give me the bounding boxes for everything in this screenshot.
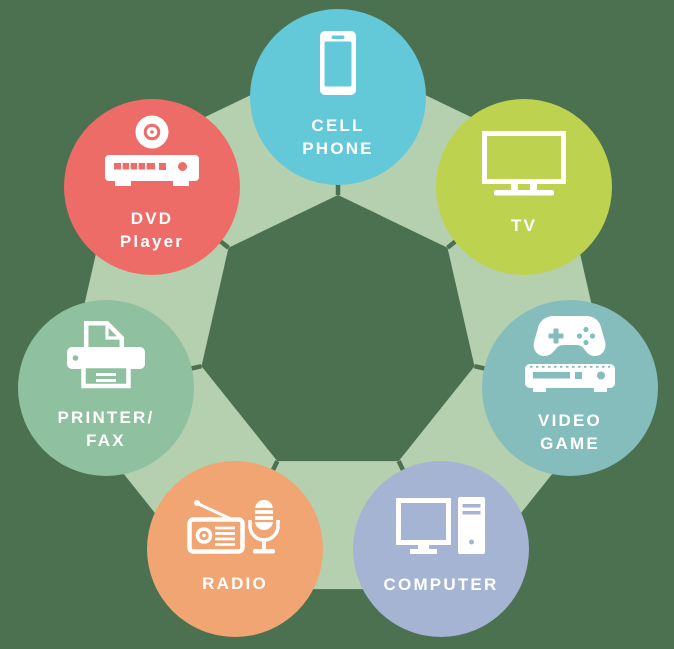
node-cell-phone: CELL PHONE bbox=[250, 9, 426, 185]
label-line: GAME bbox=[540, 433, 600, 453]
band-inner-heptagon bbox=[201, 195, 475, 462]
printer-fax-icon bbox=[67, 320, 145, 388]
node-label: COMPUTER bbox=[384, 573, 499, 596]
node-label: CELL PHONE bbox=[302, 114, 373, 160]
node-dvd-player: DVD Player bbox=[64, 99, 240, 275]
node-label: VIDEO GAME bbox=[538, 409, 602, 455]
label-line: CELL bbox=[311, 115, 365, 135]
cell-phone-icon bbox=[320, 30, 356, 95]
label-line: FAX bbox=[86, 430, 126, 450]
label-line: RADIO bbox=[202, 573, 268, 593]
node-tv: TV bbox=[436, 99, 612, 275]
node-label: PRINTER/ FAX bbox=[58, 406, 155, 452]
label-line: VIDEO bbox=[538, 410, 602, 430]
node-label: TV bbox=[511, 214, 537, 237]
computer-icon bbox=[396, 497, 485, 554]
label-line: DVD bbox=[130, 209, 174, 228]
tv-icon bbox=[482, 131, 566, 196]
label-line: Player bbox=[119, 232, 185, 251]
video-game-icon bbox=[525, 315, 615, 392]
label-line: TV bbox=[510, 216, 538, 235]
label-line: PRINTER/ bbox=[57, 407, 155, 427]
node-computer: COMPUTER bbox=[353, 461, 529, 637]
node-radio: RADIO bbox=[147, 461, 323, 637]
node-label: DVD Player bbox=[120, 207, 184, 253]
node-label: RADIO bbox=[202, 572, 268, 595]
label-line: PHONE bbox=[302, 138, 374, 158]
dvd-player-icon bbox=[105, 115, 199, 186]
node-video-game: VIDEO GAME bbox=[482, 300, 658, 476]
node-printer-fax: PRINTER/ FAX bbox=[18, 300, 194, 476]
radio-icon bbox=[187, 499, 280, 554]
label-line: COMPUTER bbox=[383, 575, 499, 594]
